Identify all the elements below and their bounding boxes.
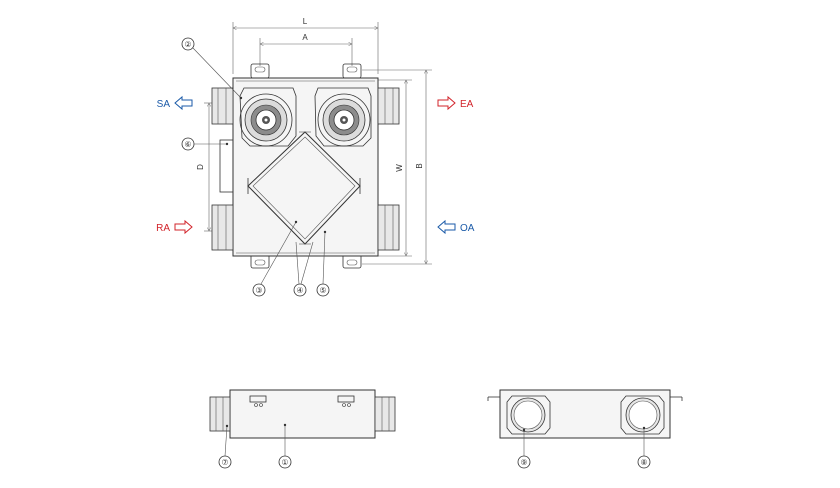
airflow-sa-label: SA — [157, 99, 171, 110]
airflow-ra: RA — [156, 219, 193, 235]
airflow-oa-label: OA — [460, 223, 475, 234]
duct-oa — [377, 204, 400, 251]
bracket-side-left — [249, 395, 267, 403]
svg-text:⑧: ⑧ — [640, 458, 647, 467]
callout-6: ⑥ — [181, 137, 229, 151]
dimension-b: B — [362, 69, 432, 265]
svg-text:⑦: ⑦ — [221, 458, 228, 467]
dimension-w-label: W — [395, 164, 404, 172]
arrow-right-icon — [174, 219, 193, 235]
dimension-d-label: D — [196, 164, 205, 170]
end-view: ⑨ ⑧ — [487, 389, 683, 469]
svg-text:③: ③ — [255, 286, 262, 295]
duct-ea — [377, 87, 400, 125]
svg-text:⑤: ⑤ — [319, 286, 326, 295]
port-right — [620, 395, 665, 435]
dimension-a: A — [259, 33, 353, 66]
callout-8: ⑧ — [637, 426, 651, 469]
unit-body-side — [229, 389, 376, 439]
svg-text:⑥: ⑥ — [184, 140, 191, 149]
duct-side-right — [374, 396, 396, 432]
airflow-sa: SA — [157, 95, 193, 111]
dimension-l: L — [232, 17, 379, 74]
arrow-right-icon — [437, 95, 456, 111]
callout-7: ⑦ — [218, 424, 232, 469]
callout-9: ⑨ — [517, 428, 531, 469]
fan-right — [314, 87, 372, 147]
heat-exchanger — [247, 131, 361, 245]
duct-sa — [211, 87, 234, 125]
airflow-ea-label: EA — [460, 99, 474, 110]
bracket-side-right — [337, 395, 355, 403]
svg-text:④: ④ — [296, 286, 303, 295]
dimension-w: W — [378, 79, 412, 257]
callout-4: ④ — [293, 241, 314, 297]
mounting-bracket-top-left — [250, 63, 270, 79]
callout-2: ② — [181, 37, 243, 100]
control-box — [219, 139, 234, 193]
airflow-oa: OA — [437, 219, 475, 235]
arrow-left-icon — [174, 95, 193, 111]
svg-text:①: ① — [281, 458, 288, 467]
airflow-ra-label: RA — [156, 223, 170, 234]
duct-ra — [211, 204, 234, 251]
airflow-ea: EA — [437, 95, 474, 111]
port-left — [506, 395, 551, 435]
mounting-bracket-top-right — [342, 63, 362, 79]
svg-text:⑨: ⑨ — [520, 458, 527, 467]
dimension-l-label: L — [303, 17, 308, 26]
fan-left — [239, 87, 297, 147]
dimension-b-label: B — [415, 163, 424, 168]
top-view: L A W B D — [156, 17, 475, 297]
svg-text:②: ② — [184, 40, 191, 49]
callout-1: ① — [278, 423, 292, 469]
dimension-a-label: A — [302, 33, 308, 42]
duct-side-left — [209, 396, 231, 432]
callout-3: ③ — [252, 220, 298, 297]
callout-5: ⑤ — [316, 230, 330, 297]
side-view: ⑦ ① — [209, 389, 396, 469]
arrow-left-icon — [437, 219, 456, 235]
